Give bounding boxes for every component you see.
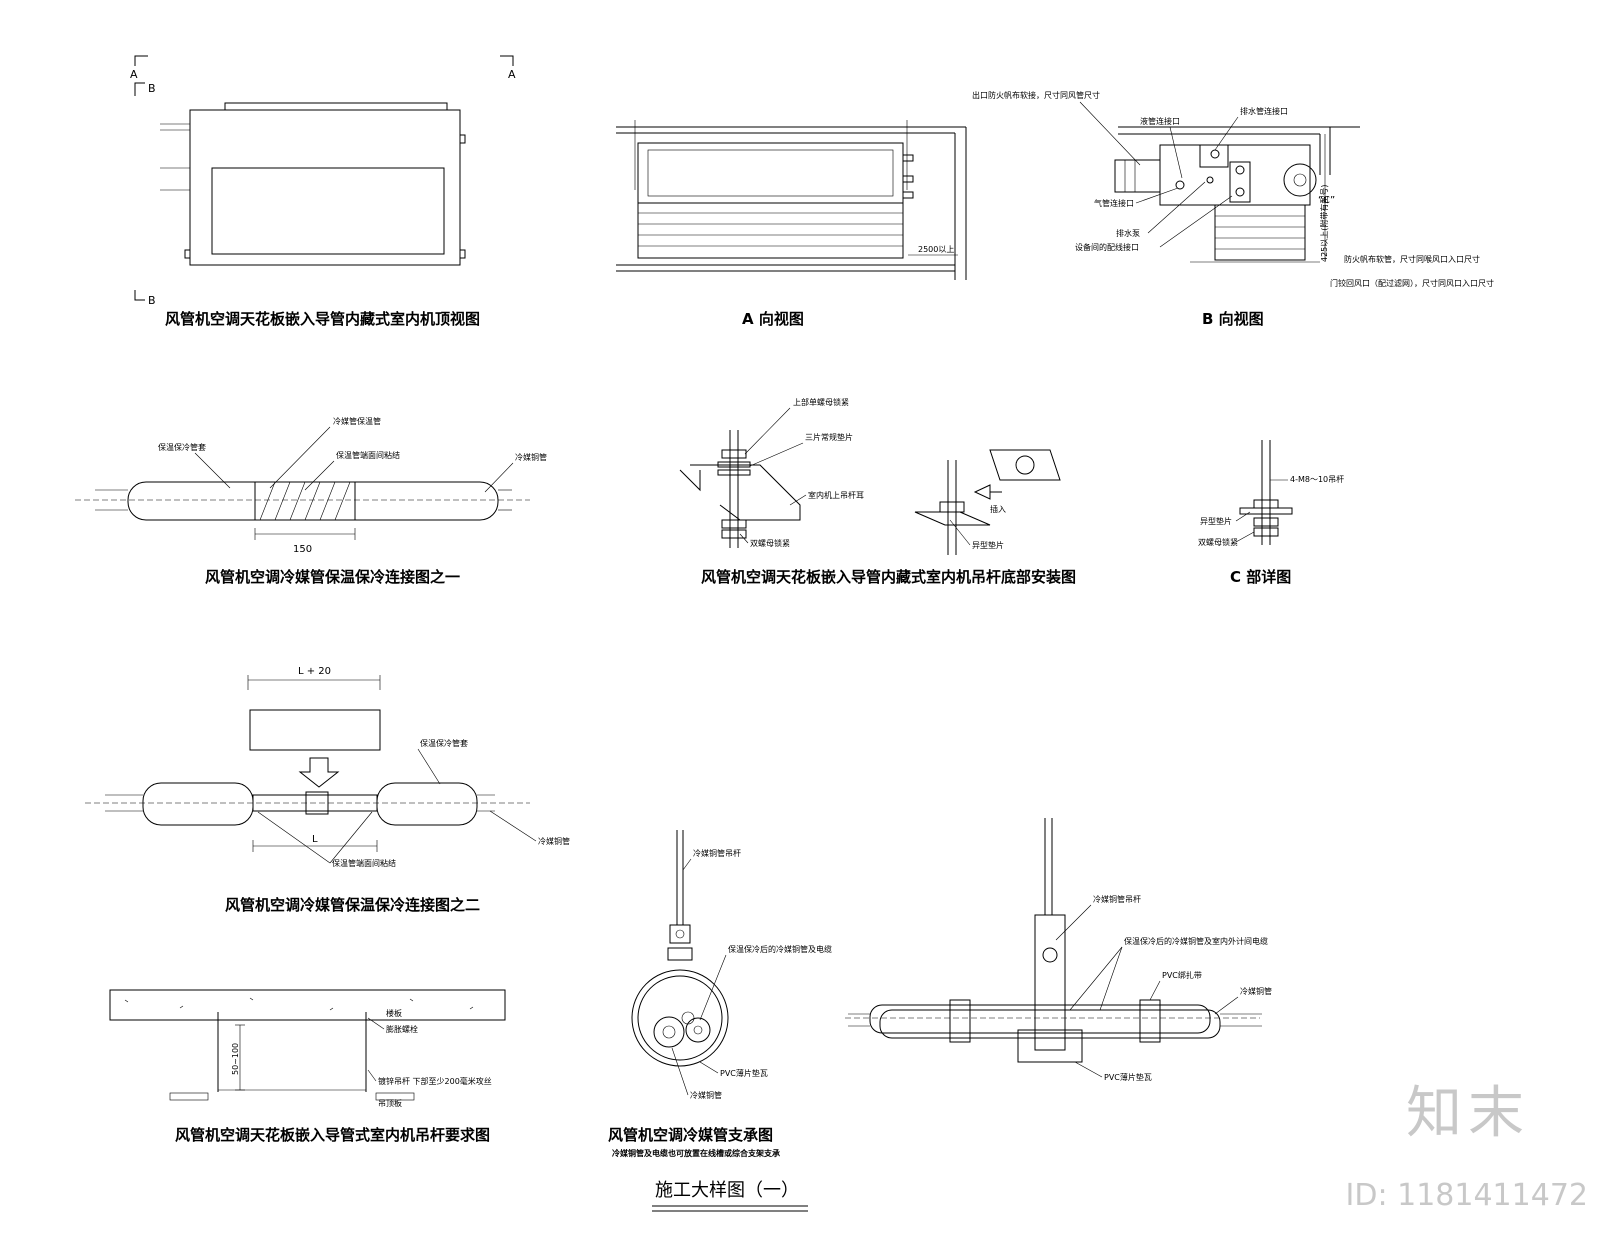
hi-note-2: 三片常规垫片	[805, 432, 853, 442]
hanger-requirement-drawing: 50~100 楼板 膨胀螺栓 镀锌吊杆 下部至少200毫米攻丝 吊顶板 风管机空…	[109, 989, 506, 1144]
sup-right-note-3: PVC绑扎带	[1162, 970, 1202, 980]
insulation-1-drawing: 150 冷媒管保温管 保温保冷管套 保温管端面间粘结 冷媒铜管 风管机空调冷媒管…	[75, 416, 547, 586]
ins2-note-2: 冷媒铜管	[538, 836, 570, 846]
hi-note-5: 插入	[990, 504, 1006, 514]
caption-support: 风管机空调冷媒管支承图	[608, 1126, 773, 1144]
hi-note-4: 双螺母锁紧	[750, 538, 790, 548]
ins2-note-1: 保温保冷管套	[420, 738, 468, 748]
caption-b-view: B 向视图	[1202, 310, 1264, 328]
b-note-1: 出口防火帆布软接，尺寸同风管尺寸	[972, 90, 1100, 100]
caption-insulation-1: 风管机空调冷媒管保温保冷连接图之一	[205, 568, 460, 586]
sup-right-note-1: 冷媒铜管吊杆	[1093, 894, 1141, 904]
caption-insulation-2: 风管机空调冷媒管保温保冷连接图之二	[225, 896, 480, 914]
b-note-2: 液管连接口	[1140, 116, 1180, 126]
section-mark-b-bottom: B	[148, 294, 156, 307]
sup-left-note-4: 冷媒铜管	[690, 1090, 722, 1100]
hr-note-2: 膨胀螺栓	[386, 1024, 418, 1034]
sup-right-note-4: 冷媒铜管	[1240, 986, 1272, 996]
section-mark-b-top: B	[148, 82, 156, 95]
b-c-mark: “C”	[1318, 195, 1335, 206]
caption-hanger-install: 风管机空调天花板嵌入导管内藏式室内机吊杆底部安装图	[701, 568, 1076, 586]
b-view-drawing: 出口防火帆布软接，尺寸同风管尺寸 液管连接口 排水管连接口 气管连接口 排水泵 …	[972, 90, 1494, 328]
sup-right-note-5: PVC薄片垫瓦	[1104, 1072, 1152, 1082]
dim-50-100: 50~100	[231, 1043, 240, 1075]
section-mark-a-right: A	[508, 68, 516, 81]
b-note-6: 设备间的配线接口	[1075, 242, 1139, 252]
ins1-note-1: 冷媒管保温管	[333, 416, 381, 426]
b-note-4: 气管连接口	[1094, 198, 1134, 208]
c-note-3: 双螺母锁紧	[1198, 537, 1238, 547]
top-view-drawing: A A B B 风管机空调天花板嵌入导管内藏式室内机顶视图	[130, 55, 516, 328]
watermark-brand: 知末	[1406, 1081, 1530, 1146]
caption-hanger-requirement: 风管机空调天花板嵌入导管式室内机吊杆要求图	[175, 1126, 490, 1144]
insulation-2-drawing: L + 20 L 保温保冷管套 冷媒铜管 保温管端面间粘结 风管机空调冷媒管保温…	[85, 666, 570, 914]
b-vert-dim: 425以上(附带有型号)	[1319, 184, 1329, 262]
ins1-note-4: 冷媒铜管	[515, 452, 547, 462]
b-note-7: 防火帆布软管，尺寸同喉风口入口尺寸	[1344, 254, 1480, 264]
hi-note-1: 上部单螺母锁紧	[793, 397, 849, 407]
watermark-id: ID: 1181411472	[1345, 1178, 1588, 1213]
sup-right-note-2: 保温保冷后的冷媒铜管及室内外计间电缆	[1124, 936, 1268, 946]
c-detail-drawing: 4-M8～10吊杆 异型垫片 双螺母锁紧 C 部详图	[1198, 440, 1344, 586]
c-note-2: 异型垫片	[1200, 516, 1232, 526]
ins1-note-2: 保温保冷管套	[158, 442, 206, 452]
dim-150: 150	[293, 544, 312, 555]
dim-l-plus-20: L + 20	[298, 666, 331, 677]
b-note-3: 排水管连接口	[1240, 106, 1288, 116]
dim-a-view: 2500以上	[918, 245, 954, 254]
a-view-drawing: 2500以上 A 向视图	[616, 120, 967, 328]
pipe-support-drawing: 冷媒铜管吊杆 保温保冷后的冷媒铜管及电缆 PVC薄片垫瓦 冷媒铜管 风管机空调冷…	[608, 818, 1272, 1158]
caption-c-detail: C 部详图	[1230, 568, 1291, 586]
hi-note-6: 异型垫片	[972, 540, 1004, 550]
sup-left-note-1: 冷媒铜管吊杆	[693, 848, 741, 858]
hr-note-3: 镀锌吊杆 下部至少200毫米攻丝	[378, 1076, 492, 1086]
hi-note-3: 室内机上吊杆耳	[808, 490, 864, 500]
dim-l: L	[312, 834, 318, 845]
hr-note-4: 吊顶板	[378, 1098, 402, 1108]
hanger-install-drawing: 上部单螺母锁紧 三片常规垫片 室内机上吊杆耳 双螺母锁紧 插入 异型垫片 风管机…	[679, 397, 1076, 586]
sheet-title-block: 施工大样图（一）	[652, 1180, 808, 1212]
b-note-5: 排水泵	[1116, 228, 1140, 238]
c-note-1: 4-M8～10吊杆	[1290, 474, 1344, 484]
hr-note-1: 楼板	[386, 1008, 402, 1018]
sup-left-note-2: 保温保冷后的冷媒铜管及电缆	[728, 944, 832, 954]
b-note-8: 门铰回风口（配过滤网），尺寸同风口入口尺寸	[1330, 278, 1494, 288]
caption-a-view: A 向视图	[742, 310, 804, 328]
sup-left-note-3: PVC薄片垫瓦	[720, 1068, 768, 1078]
caption-top-view: 风管机空调天花板嵌入导管内藏式室内机顶视图	[165, 310, 480, 328]
ins2-note-3: 保温管端面间粘结	[332, 858, 396, 868]
section-mark-a-left: A	[130, 68, 138, 81]
ins1-note-3: 保温管端面间粘结	[336, 450, 400, 460]
sheet-title: 施工大样图（一）	[655, 1180, 799, 1201]
caption-support-sub: 冷媒铜管及电缆也可放置在线槽或综合支架支承	[612, 1148, 780, 1158]
